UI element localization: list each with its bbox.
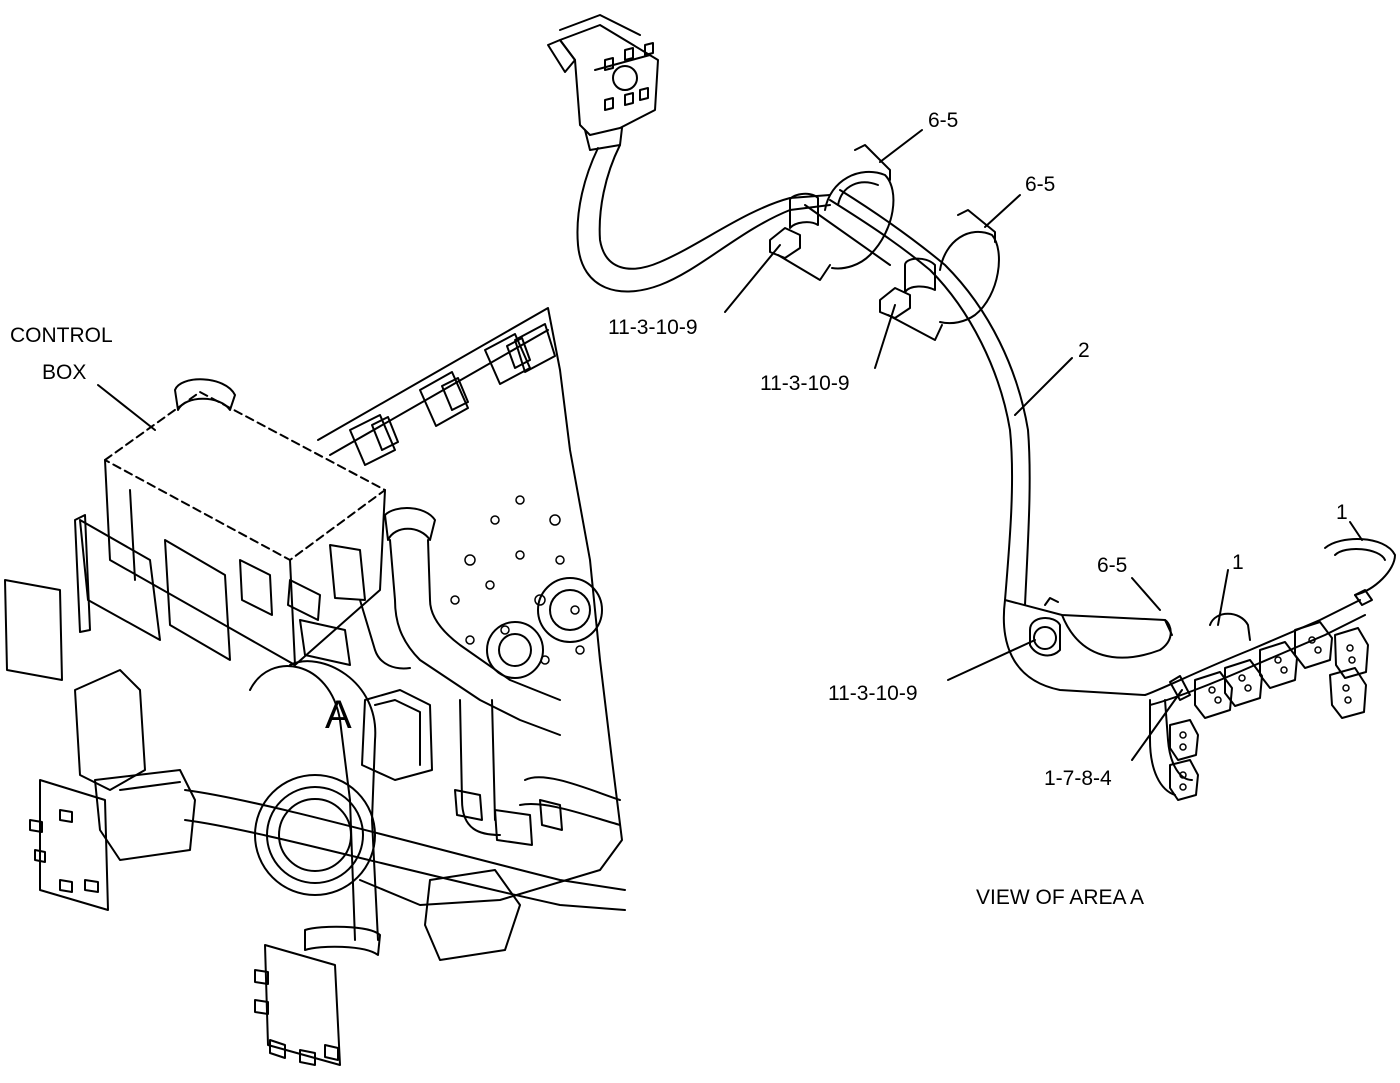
control-box [104,391,386,666]
flange-bottom [254,944,341,1066]
leader-bolt-a [724,244,781,313]
clip-band-1 [789,144,895,270]
branch-harness [1144,538,1396,801]
callout-clip-a: 6-5 [928,109,959,132]
leader-clip-a [879,129,923,163]
control-box-label-line1: CONTROL [10,324,113,347]
harness-detail [547,14,1396,801]
callout-connector-b: 1 [1336,501,1348,524]
valve-covers [349,323,556,466]
coolant-pipe [249,660,381,956]
engine-assembly [4,307,626,1066]
clip-bolts [769,227,943,341]
leader-harness [1014,357,1073,416]
callout-clip-b: 6-5 [1025,173,1056,196]
callout-harness: 2 [1078,339,1090,362]
callout-tie: 1-7-8-4 [1044,767,1112,790]
callout-bolt-b: 11-3-10-9 [760,372,850,395]
leader-connector-a [1217,569,1229,626]
leader-control-box [97,384,156,431]
callout-clip-c: 6-5 [1097,554,1128,577]
lower-clip [1002,597,1173,696]
block-bolt-holes [450,495,585,665]
callout-bolt-a: 11-3-10-9 [608,316,698,339]
leader-bolt-c [947,639,1036,681]
leader-lines [97,129,1363,761]
clip-band-2 [904,209,1000,325]
callout-bolt-c: 11-3-10-9 [828,682,918,705]
callout-connector-a: 1 [1232,551,1244,574]
area-letter: A [325,693,352,737]
leader-connector-b [1349,521,1363,541]
control-box-label-line2: BOX [42,361,87,384]
leader-clip-c [1131,577,1161,611]
flange-left [29,779,109,911]
top-connector [547,14,659,151]
main-cable [576,144,1031,606]
side-plate [4,579,63,681]
leader-tie [1131,689,1183,761]
leader-bolt-b [874,304,896,369]
leader-clip-b [984,194,1021,228]
view-caption: VIEW OF AREA A [976,886,1145,909]
